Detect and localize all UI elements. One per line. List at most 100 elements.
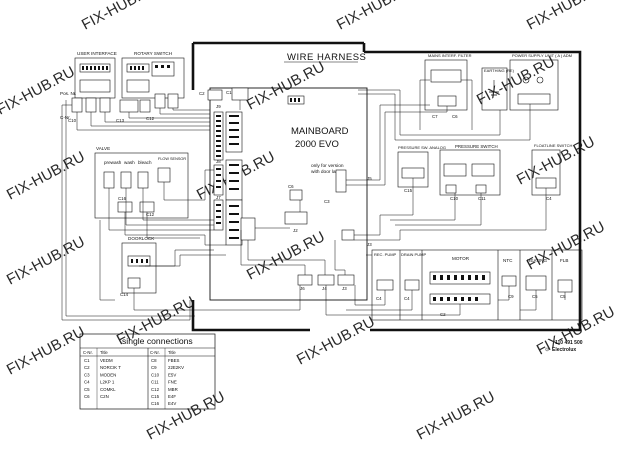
svg-text:C13: C13: [116, 118, 125, 123]
svg-text:C11: C11: [478, 196, 486, 201]
watermark: FIX-HUB.RU: [524, 218, 608, 273]
legend-cnr: C12: [151, 387, 160, 392]
rotary-switch-group: ROTARY SWITCH: [121, 51, 185, 99]
svg-text:J9: J9: [216, 104, 221, 109]
user-interface-label: USER INTERFACE: [77, 51, 117, 56]
motor-label: MOTOR: [452, 256, 470, 261]
legend-title-cell: MBR: [168, 387, 178, 392]
door-lamp-note-1: only for version: [311, 163, 344, 169]
legend-title-cell: L2KP 1: [100, 380, 115, 385]
mainboard-box: [209, 87, 368, 301]
pressure-analog-label: PRESSURE SW. ANALOG: [398, 145, 446, 150]
svg-text:C2: C2: [440, 312, 446, 317]
lower-right-frame: [371, 249, 583, 321]
watermark: FIX-HUB.RU: [4, 323, 88, 378]
watermark: FIX-HUB.RU: [294, 313, 378, 368]
c2-block: [207, 89, 223, 101]
bleach-label: bleach: [138, 160, 152, 165]
wire-harness-outline: [191, 41, 582, 332]
legend-cnr: C1: [84, 358, 90, 363]
wires: [61, 79, 566, 321]
svg-text:C10: C10: [68, 118, 77, 123]
svg-text:C4: C4: [376, 296, 382, 301]
legend-col-cnr: C-Nr.: [150, 350, 160, 355]
watermark: FIX-HUB.RU: [244, 228, 328, 283]
doc-number: 110 491 500: [555, 340, 583, 346]
svg-text:C15: C15: [404, 188, 413, 193]
flb-label: FLB: [560, 258, 568, 263]
legend-cnr: C9: [151, 365, 157, 370]
legend-cnr: C8: [151, 358, 157, 363]
lower-right-blocks: [376, 271, 573, 305]
watermark: FIX-HUB.RU: [79, 0, 163, 34]
watermark: FIX-HUB.RU: [414, 388, 498, 443]
svg-text:C5: C5: [532, 294, 538, 299]
lower-right-pins: [433, 275, 485, 301]
valve-label: VALVE: [96, 146, 110, 151]
svg-text:J7: J7: [216, 195, 221, 200]
drain-pump-label: DRAIN PUMP: [401, 252, 426, 257]
svg-text:C7: C7: [432, 114, 438, 119]
legend-title: single connections: [122, 336, 193, 346]
svg-text:C4: C4: [546, 196, 552, 201]
mains-filter-label: MAINS INTERF. FILTER: [428, 53, 472, 58]
svg-text:C16: C16: [118, 196, 127, 201]
legend-title-cell: E4V: [168, 401, 176, 406]
svg-text:C1: C1: [226, 90, 232, 95]
svg-text:J3: J3: [367, 242, 372, 247]
legend-title-cell: E5V: [168, 372, 176, 377]
pressure-switch-label: PRESSURE SWITCH: [455, 144, 498, 149]
legend-col-title: Title: [168, 350, 176, 355]
legend-cnr: C6: [84, 394, 90, 399]
svg-text:C6: C6: [452, 114, 458, 119]
c1-block: [231, 87, 249, 101]
wash-label: wash: [124, 160, 135, 165]
brand-logo-mark: ⊙: [545, 347, 549, 353]
legend-cnr: C10: [151, 372, 160, 377]
legend-table: single connections C-Nr. Title C-Nr. Tit…: [79, 333, 216, 410]
wire-harness-title: WIRE HARNESS: [287, 52, 366, 63]
mainboard-title: MAINBOARD: [291, 126, 349, 137]
legend-title-cell: E4F: [168, 394, 176, 399]
brand-name: Electrolux: [552, 347, 576, 353]
legend-cnr: C5: [84, 387, 90, 392]
legend-title-cell: MODEN: [100, 372, 116, 377]
mains-filter-group: MAINS INTERF. FILTER: [424, 53, 472, 111]
watermark: FIX-HUB.RU: [4, 148, 88, 203]
pressure-analog-group: PRESSURE SW. ANALOG: [397, 145, 446, 188]
ntc-label: NTC: [503, 258, 513, 263]
svg-text:C6: C6: [288, 184, 294, 189]
door-lamp-note-2: with door lamp: [311, 169, 343, 175]
watermark: FIX-HUB.RU: [4, 233, 88, 288]
legend-cnr: C15: [151, 394, 160, 399]
svg-text:J8: J8: [216, 159, 221, 164]
user-interface-group: USER INTERFACE: [74, 51, 117, 99]
svg-text:C5: C5: [560, 294, 566, 299]
rec-pump-label: REC. PUMP: [374, 252, 397, 257]
legend-title-cell: C2N: [100, 394, 109, 399]
svg-text:J5: J5: [367, 176, 372, 181]
power-supply-label: POWER SUPPLY UNIT ( A ) ADM: [512, 53, 572, 58]
svg-text:J2: J2: [293, 228, 298, 233]
earthing-label: EARTHING (RE): [484, 68, 515, 73]
legend-title-cell: COMKL: [100, 387, 116, 392]
left-connector-blocks: [71, 93, 179, 113]
legend-cnr: C11: [151, 380, 159, 385]
watermark: FIX-HUB.RU: [524, 0, 608, 34]
earthing-group: EARTHING (RE): [481, 67, 515, 111]
legend-cnr: C16: [151, 401, 160, 406]
heating-label: HEATING: [527, 258, 548, 263]
rotary-switch-label: ROTARY SWITCH: [134, 51, 172, 56]
svg-text:C12: C12: [146, 116, 155, 121]
legend-cnr: C2: [84, 365, 90, 370]
valve-group: VALVE prewash wash bleach FLOW SENSOR: [94, 146, 189, 219]
svg-text:J6: J6: [300, 286, 305, 291]
floatline-label: FLOATLINE SWITCH: [534, 143, 572, 148]
watermark: FIX-HUB.RU: [244, 58, 328, 113]
connector-ids: C10 C13 C12 C2 C1 C12 C16 C14 J9 J8 J7 J…: [68, 90, 566, 317]
legend-title-cell: FNE: [168, 380, 177, 385]
legend-title-cell: NORCIK T: [100, 365, 121, 370]
legend-col-title: Title: [100, 350, 108, 355]
